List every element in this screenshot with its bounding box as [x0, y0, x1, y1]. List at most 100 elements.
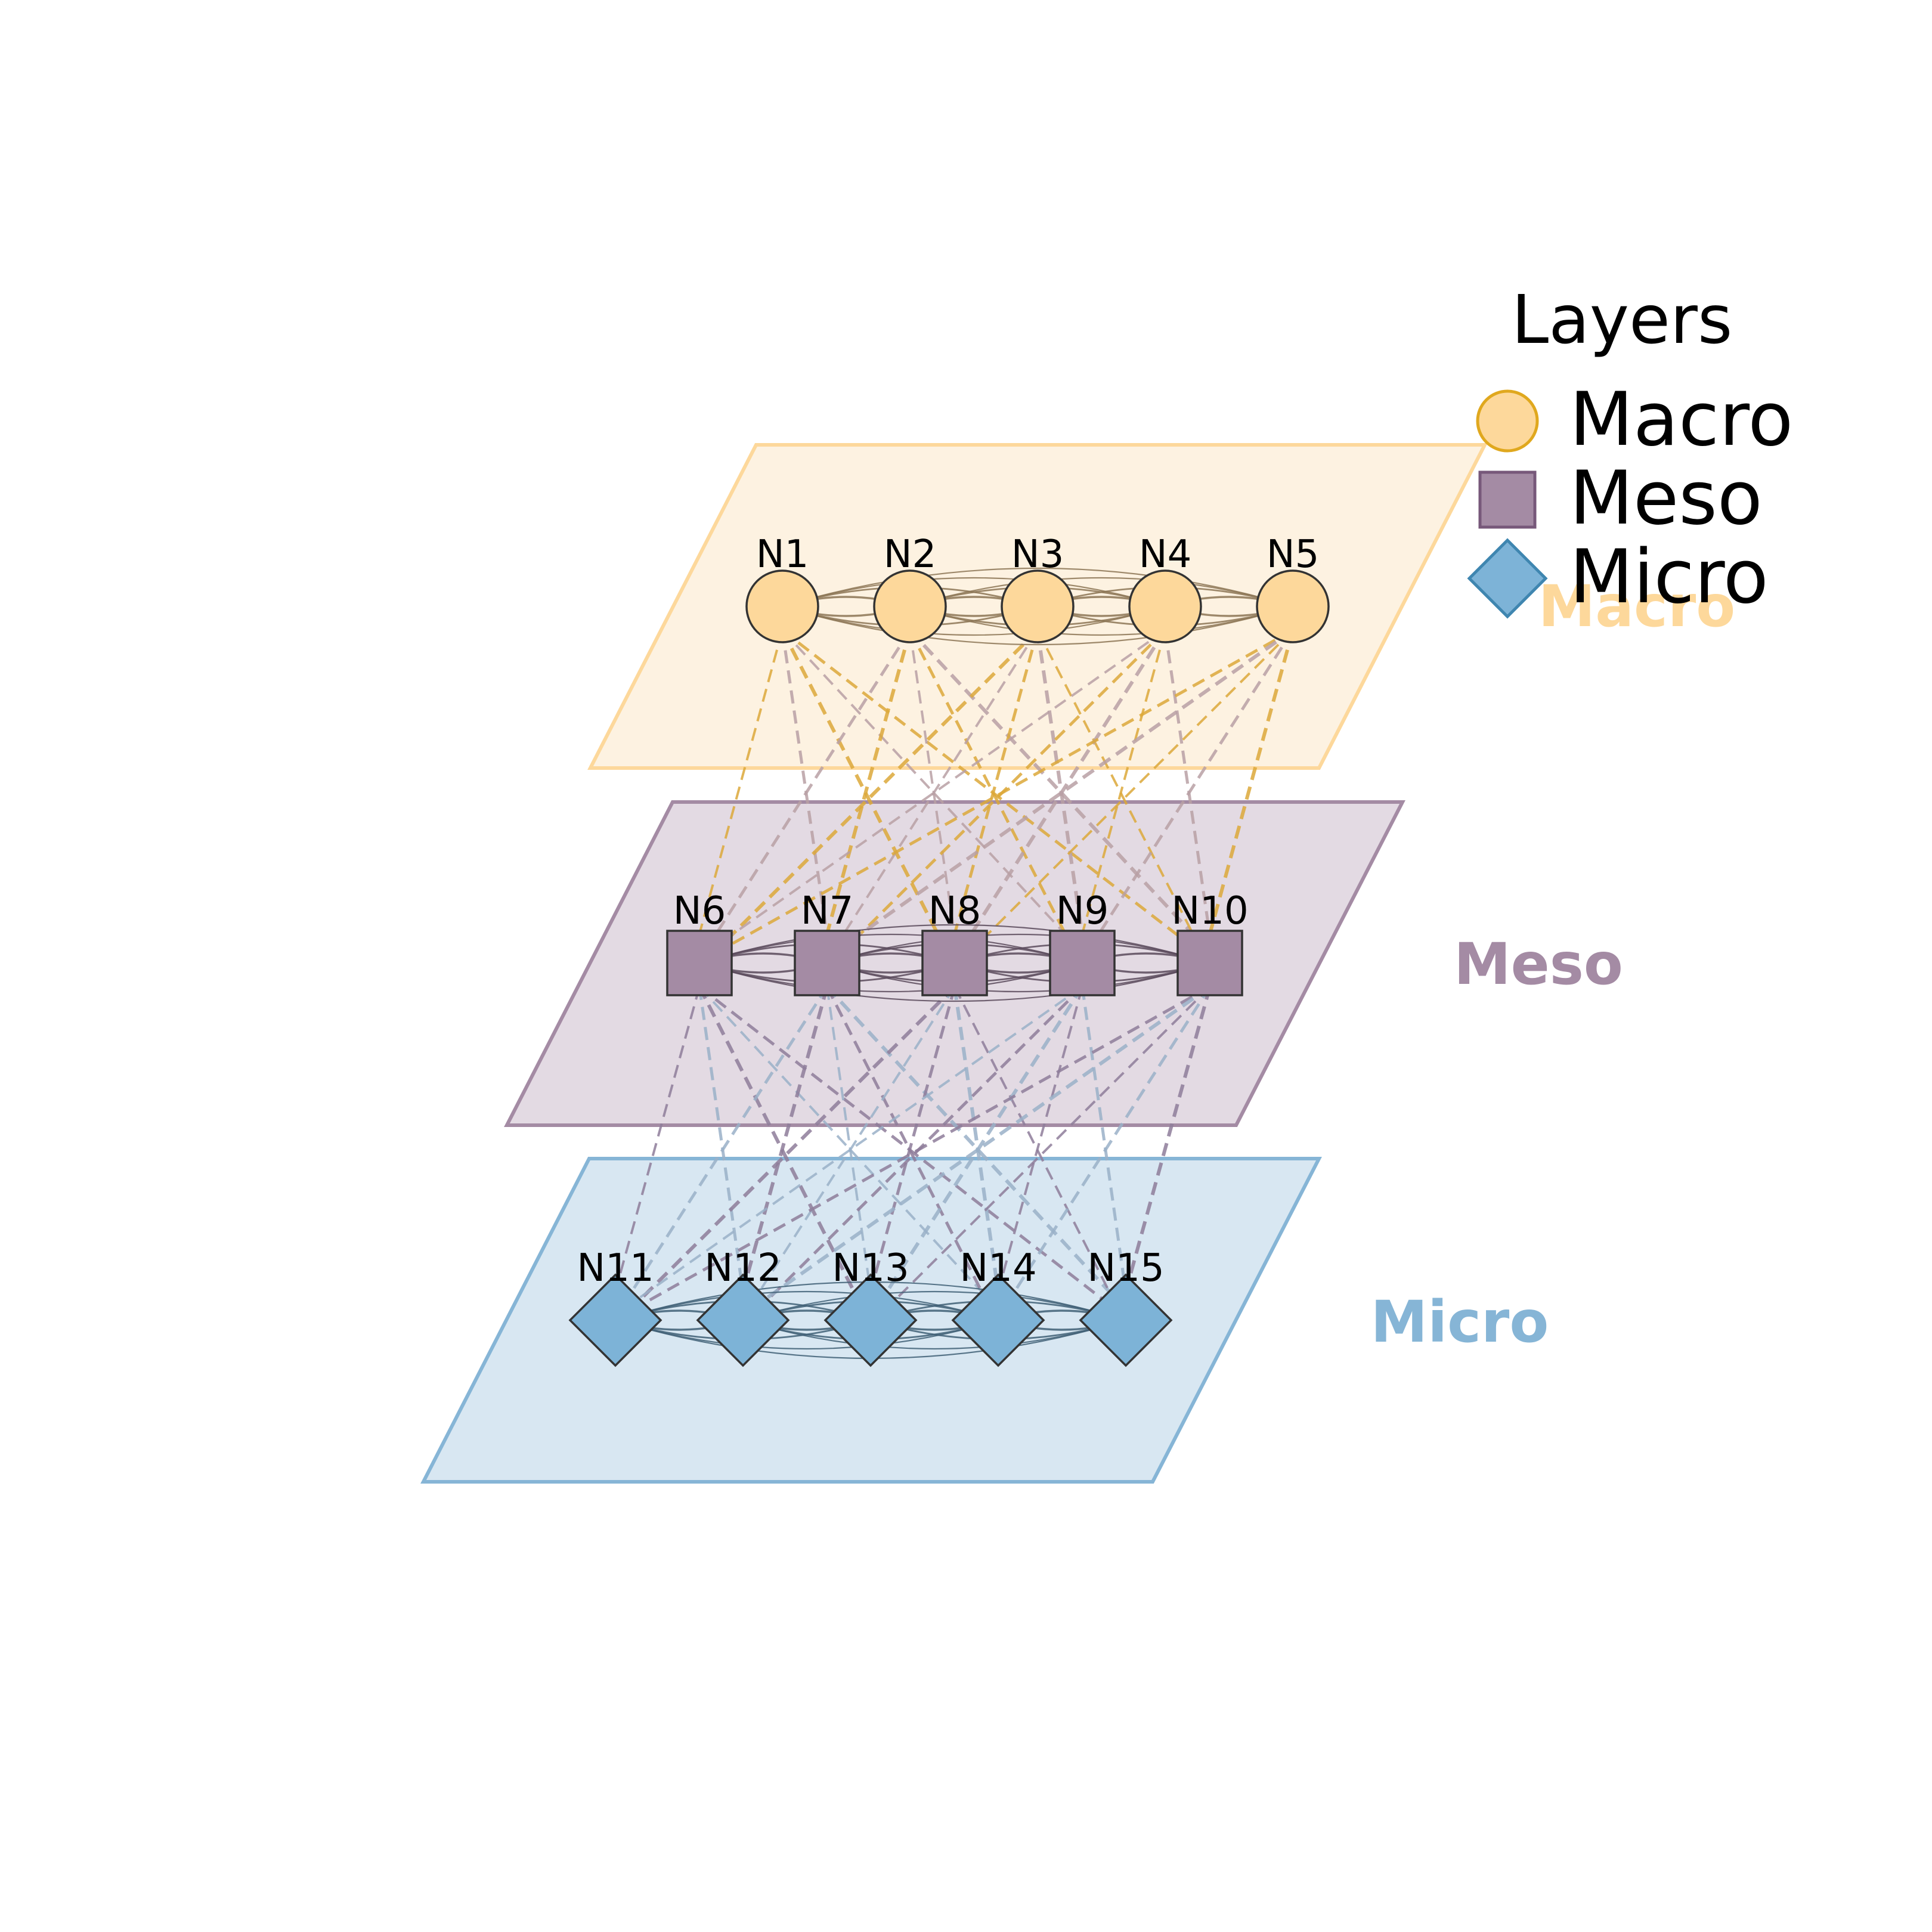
node-shape-diamond: [823, 1273, 918, 1367]
legend-entry-meso: Meso: [1478, 456, 1763, 541]
node-shape-diamond: [1079, 1273, 1173, 1367]
inter-edge: [1163, 630, 1215, 961]
node-n4[interactable]: N4: [1128, 532, 1202, 643]
legend-marker-circle: [1476, 389, 1539, 453]
node-n12[interactable]: N12: [696, 1246, 790, 1367]
node-label: N6: [673, 889, 726, 933]
inter-edge: [742, 986, 956, 1318]
inter-edge: [618, 985, 1211, 1319]
inter-edge: [869, 986, 1084, 1318]
node-label: N5: [1267, 532, 1320, 577]
node-label: N3: [1011, 532, 1064, 577]
node-n14[interactable]: N14: [951, 1246, 1045, 1367]
inter-edge: [614, 986, 829, 1318]
node-shape-circle: [873, 569, 947, 643]
intra-edge-macro: [909, 577, 1293, 608]
inter-edge: [946, 630, 1039, 961]
inter-edge: [781, 629, 1211, 961]
inter-edge: [953, 986, 1123, 1318]
legend-label: Macro: [1569, 377, 1793, 463]
inter-edge: [611, 986, 1083, 1318]
node-shape-circle: [1128, 569, 1202, 643]
node-n5[interactable]: N5: [1256, 532, 1330, 643]
inter-edge: [1080, 629, 1295, 961]
node-n3[interactable]: N3: [1001, 532, 1075, 643]
legend-entry-macro: Macro: [1476, 377, 1793, 463]
inter-edge: [698, 986, 748, 1318]
legend-entry-micro: Micro: [1467, 534, 1769, 620]
inter-edge: [621, 985, 956, 1319]
node-shape-circle: [1001, 569, 1075, 643]
legend-label: Micro: [1569, 534, 1769, 620]
intra-edge-meso: [699, 962, 1210, 1002]
node-n8[interactable]: N8: [921, 889, 988, 996]
inter-edge: [826, 986, 875, 1318]
inter-edge: [1036, 630, 1208, 961]
node-shape-diamond: [951, 1273, 1045, 1367]
node-label: N13: [832, 1246, 909, 1290]
node-label: N12: [704, 1246, 781, 1290]
legend-marker-diamond: [1467, 538, 1548, 619]
node-shape-diamond: [568, 1273, 662, 1367]
layer-label-micro: Micro: [1371, 1289, 1549, 1355]
node-n6[interactable]: N6: [666, 889, 733, 996]
node-n7[interactable]: N7: [794, 889, 860, 996]
inter-edge: [825, 986, 996, 1318]
node-shape-diamond: [696, 1273, 790, 1367]
inter-edge: [781, 630, 832, 961]
node-n11[interactable]: N11: [568, 1246, 662, 1367]
intra-edge-meso: [699, 924, 1210, 964]
node-label: N15: [1087, 1246, 1164, 1290]
inter-edge: [1201, 630, 1295, 961]
inter-edge: [781, 629, 1091, 961]
node-label: N11: [577, 1246, 654, 1290]
node-label: N9: [1056, 889, 1109, 933]
inter-edge: [1080, 986, 1131, 1318]
inter-edge: [908, 629, 1080, 961]
inter-edge: [826, 629, 1039, 961]
inter-edge: [961, 629, 1294, 961]
legend-title: Layers: [1512, 281, 1733, 359]
node-n9[interactable]: N9: [1049, 889, 1116, 996]
inter-edge: [862, 986, 956, 1318]
inter-edge: [990, 986, 1083, 1318]
inter-edge: [698, 629, 912, 961]
node-shape-square: [1176, 930, 1243, 996]
inter-edge: [877, 986, 1211, 1318]
legend-marker-square: [1478, 470, 1537, 529]
inter-edge: [705, 628, 1039, 962]
inter-edge: [702, 628, 1294, 962]
node-label: N14: [959, 1246, 1036, 1290]
node-shape-circle: [745, 569, 819, 643]
node-shape-square: [666, 930, 733, 996]
inter-edge: [818, 630, 912, 961]
intra-edge-micro: [742, 1290, 1126, 1321]
node-label: N4: [1139, 532, 1192, 577]
node-shape-circle: [1256, 569, 1330, 643]
node-n10[interactable]: N10: [1171, 889, 1249, 996]
inter-edge: [1074, 630, 1166, 961]
node-label: N10: [1171, 889, 1248, 933]
node-label: N7: [801, 889, 854, 933]
intra-edge-meso: [826, 962, 1210, 993]
node-shape-square: [921, 930, 988, 996]
inter-edge: [734, 986, 829, 1318]
node-n13[interactable]: N13: [823, 1246, 918, 1367]
inter-edge: [607, 986, 701, 1318]
node-label: N2: [884, 532, 937, 577]
inter-edge: [996, 986, 1212, 1318]
inter-edge: [738, 985, 1211, 1319]
intra-edge-meso: [826, 933, 1210, 964]
inter-layer-edges: [605, 628, 1295, 1321]
node-n2[interactable]: N2: [873, 532, 947, 643]
node-n15[interactable]: N15: [1079, 1246, 1173, 1367]
node-n1[interactable]: N1: [745, 532, 819, 643]
node-shape-square: [794, 930, 860, 996]
node-shape-square: [1049, 930, 1116, 996]
node-label: N1: [756, 532, 809, 577]
intra-edge-macro: [782, 567, 1293, 608]
